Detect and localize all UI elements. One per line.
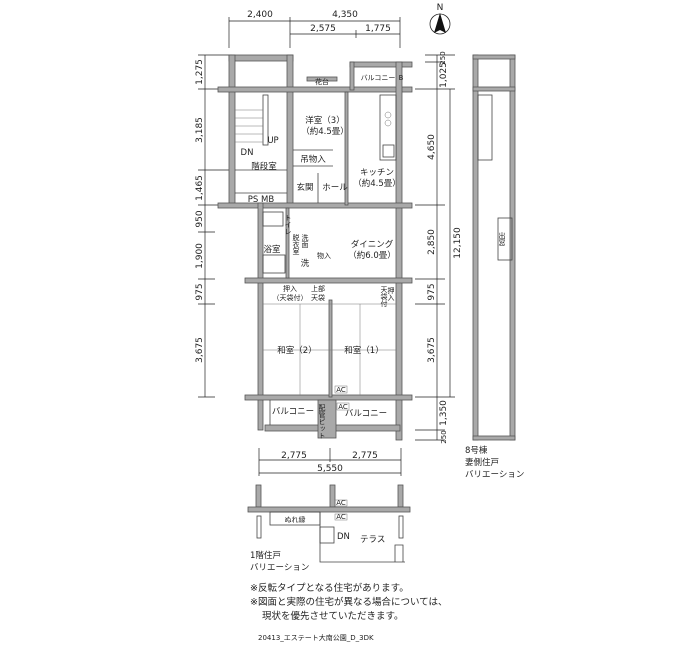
pipe-pit: 配管ピット xyxy=(318,404,326,439)
footer-code: 20413_エステート大南公園_D_3DK xyxy=(258,633,374,642)
veranda-label: ぬれ縁 xyxy=(285,515,306,524)
dim-right-6: 3,675 xyxy=(427,337,437,363)
dim-bottom-2: 2,775 xyxy=(352,451,378,461)
room-bath: 浴室 xyxy=(263,244,281,255)
upper-storage-1: 上部 xyxy=(311,284,325,293)
room-hanging-storage: 吊物入 xyxy=(300,154,326,165)
dim-top-3: 2,575 xyxy=(310,24,336,34)
ground-down-label: DN xyxy=(337,532,350,542)
dim-right-5: 975 xyxy=(427,283,437,300)
closet-right: 押入 xyxy=(387,286,395,301)
room-western: 洋室（3） xyxy=(305,115,344,126)
room-japanese-1: 和室（1） xyxy=(344,345,383,356)
room-dining: ダイニング xyxy=(351,239,394,250)
top-dimensions: 2,400 4,350 2,575 1,775 xyxy=(228,10,401,48)
dim-bottom-1: 2,775 xyxy=(281,451,307,461)
dim-left-1: 1,275 xyxy=(195,59,205,85)
side-title-2: 妻側住戸 xyxy=(465,457,499,468)
dim-top-2: 4,350 xyxy=(332,10,358,20)
room-japanese-2: 和室（2） xyxy=(277,345,316,356)
balcony-right: バルコニー xyxy=(345,409,387,419)
dim-top-4: 1,775 xyxy=(365,24,391,34)
stair-down-label: DN xyxy=(241,148,254,158)
dim-left-3: 1,465 xyxy=(195,175,205,201)
closet-right-note: 天袋付 xyxy=(380,286,388,308)
side-variation-plan: 出窓 8号棟 妻側住戸 バリエーション xyxy=(465,54,524,480)
note-3: 現状を優先させていただきます。 xyxy=(262,610,404,622)
room-kitchen: キッチン xyxy=(360,168,394,178)
flowerbed: 花台 xyxy=(315,77,329,86)
dim-left-6: 975 xyxy=(195,283,205,300)
dim-right-7: 1,350 xyxy=(439,400,449,426)
room-kitchen-size: （約4.5畳） xyxy=(353,178,401,189)
dim-left-5: 1,900 xyxy=(195,243,205,269)
dim-right-8: 250 xyxy=(440,430,448,443)
dim-right-2: 1,025 xyxy=(439,62,449,88)
room-labels: 洋室（3） （約4.5畳） 吊物入 玄関 ホール キッチン （約4.5畳） 階段… xyxy=(241,74,404,439)
washer-label: 洗 xyxy=(301,258,310,269)
room-hall: ホール xyxy=(322,183,348,193)
interior-lines xyxy=(235,94,397,425)
note-2: ※図面と実際の住宅が異なる場合については、 xyxy=(250,596,448,608)
room-western-size: （約4.5畳） xyxy=(301,126,349,137)
ground-title-1: 1階住戸 xyxy=(250,550,281,561)
side-title-3: バリエーション xyxy=(465,470,524,480)
room-entrance: 玄関 xyxy=(296,182,313,193)
dim-right-4: 2,850 xyxy=(427,229,437,255)
ac-label-2: AC xyxy=(338,403,348,411)
walls xyxy=(217,54,413,441)
balcony-top: バルコニー xyxy=(361,74,396,82)
dim-left-4: 950 xyxy=(195,210,205,227)
room-stairwell: 階段室 xyxy=(251,161,277,172)
room-washroom: 洗面 xyxy=(301,233,309,249)
dim-left-7: 3,675 xyxy=(195,337,205,363)
dim-right-3: 4,650 xyxy=(427,134,437,160)
ground-floor-variation-plan: ぬれ縁 DN テラス AC AC 1階住戸 バリエーション xyxy=(247,484,411,573)
dim-right-1: 250 xyxy=(439,51,447,64)
b-label: B xyxy=(399,74,404,82)
side-title-1: 8号棟 xyxy=(465,445,488,456)
ac-label-1: AC xyxy=(336,386,346,394)
closet-left-note: （天袋付） xyxy=(273,293,308,302)
closet-left: 押入 xyxy=(283,284,297,293)
upper-storage-2: 天袋 xyxy=(311,293,325,302)
ground-title-2: バリエーション xyxy=(250,563,309,573)
terrace-label: テラス xyxy=(360,535,385,545)
room-dining-size: （約6.0畳） xyxy=(348,250,396,261)
north-arrow-icon: N xyxy=(429,3,451,35)
dim-left-2: 3,185 xyxy=(195,117,205,143)
stair-up-label: UP xyxy=(267,136,278,146)
right-dimensions: 250 1,025 4,650 2,850 975 3,675 1,350 25… xyxy=(415,51,463,444)
bottom-dimensions: 2,775 2,775 5,550 xyxy=(258,448,402,476)
dim-right-total: 12,150 xyxy=(453,227,463,259)
note-1: ※反転タイプとなる住宅があります。 xyxy=(250,582,409,594)
room-dressing: 脱衣室 xyxy=(292,233,300,255)
dim-top-1: 2,400 xyxy=(247,10,273,20)
balcony-left: バルコニー xyxy=(272,407,314,417)
north-label: N xyxy=(437,3,444,13)
ground-ac-2: AC xyxy=(336,513,346,521)
side-bay-window: 出窓 xyxy=(498,231,506,246)
room-toilet: トイレ xyxy=(284,214,292,235)
dim-bottom-3: 5,550 xyxy=(317,464,343,474)
notes: ※反転タイプとなる住宅があります。 ※図面と実際の住宅が異なる場合については、 … xyxy=(250,582,448,642)
left-dimensions: 1,275 3,185 1,465 950 1,900 975 3,675 xyxy=(195,54,232,398)
ps-mb-label: PS MB xyxy=(248,195,275,205)
room-storage: 物入 xyxy=(317,251,331,260)
ground-ac-1: AC xyxy=(336,499,346,507)
